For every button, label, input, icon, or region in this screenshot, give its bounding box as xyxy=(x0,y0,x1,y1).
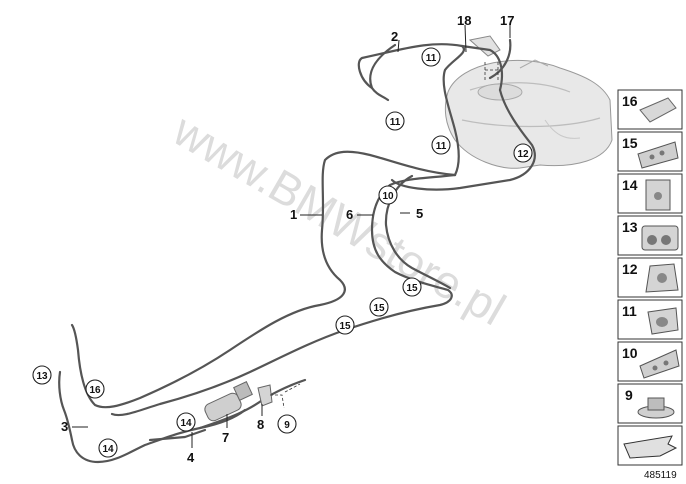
svg-text:14: 14 xyxy=(102,444,114,455)
svg-text:11: 11 xyxy=(436,141,447,152)
circled-callout: 11 xyxy=(421,47,441,67)
bracket xyxy=(257,384,273,407)
part-panel-14: 14 xyxy=(617,173,683,214)
direction-arrow-panel xyxy=(617,425,683,466)
callout-8: 8 xyxy=(257,417,264,432)
svg-text:16: 16 xyxy=(89,385,101,396)
callout-3: 3 xyxy=(61,419,68,434)
part-panel-12: 12 xyxy=(617,257,683,298)
svg-text:10: 10 xyxy=(622,345,638,361)
callout-labels: 1 2 3 4 5 6 7 8 17 18 xyxy=(61,13,514,465)
circled-callout: 14 xyxy=(176,412,196,432)
circled-callout: 15 xyxy=(335,315,355,335)
callout-1: 1 xyxy=(290,207,297,222)
part-panel-9: 9 xyxy=(617,383,683,424)
dashed-leaders xyxy=(270,62,499,409)
circled-callouts: 9 10 11 11 11 12 13 14 xyxy=(32,47,533,458)
parts-sidebar: 16 15 14 13 12 xyxy=(617,89,683,466)
circled-callout: 16 xyxy=(85,379,105,399)
svg-text:12: 12 xyxy=(517,149,529,160)
fuel-filter xyxy=(204,381,253,422)
svg-text:12: 12 xyxy=(622,261,638,277)
circled-callout: 10 xyxy=(378,185,398,205)
callout-2: 2 xyxy=(391,29,398,44)
svg-text:9: 9 xyxy=(284,420,290,431)
circled-callout: 9 xyxy=(277,414,297,434)
part-panel-13: 13 xyxy=(617,215,683,256)
svg-text:11: 11 xyxy=(622,303,637,319)
part-panel-15: 15 xyxy=(617,131,683,172)
part-panel-10: 10 xyxy=(617,341,683,382)
part-panel-16: 16 xyxy=(617,89,683,130)
svg-text:11: 11 xyxy=(390,117,401,128)
circled-callout: 15 xyxy=(402,277,422,297)
svg-text:15: 15 xyxy=(406,283,418,294)
part-panel-11: 11 xyxy=(617,299,683,340)
circled-callout: 15 xyxy=(369,297,389,317)
svg-text:9: 9 xyxy=(625,387,633,403)
svg-text:14: 14 xyxy=(180,418,192,429)
circled-callout: 11 xyxy=(385,111,405,131)
callout-6: 6 xyxy=(346,207,353,222)
callout-18: 18 xyxy=(457,13,471,28)
svg-text:16: 16 xyxy=(622,93,638,109)
svg-text:14: 14 xyxy=(622,177,638,193)
callout-7: 7 xyxy=(222,430,229,445)
callout-4: 4 xyxy=(187,450,195,465)
svg-text:13: 13 xyxy=(36,371,48,382)
callout-17: 17 xyxy=(500,13,514,28)
circled-callout: 13 xyxy=(32,365,52,385)
svg-text:13: 13 xyxy=(622,219,638,235)
svg-text:10: 10 xyxy=(382,191,394,202)
circled-callout: 11 xyxy=(431,135,451,155)
svg-text:11: 11 xyxy=(426,53,437,64)
circled-callout: 14 xyxy=(98,438,118,458)
svg-text:15: 15 xyxy=(622,135,638,151)
circled-callout: 12 xyxy=(513,143,533,163)
leader-lines xyxy=(72,24,511,448)
arrow-icon xyxy=(623,435,678,459)
callout-5: 5 xyxy=(416,206,423,221)
svg-text:15: 15 xyxy=(373,303,385,314)
svg-text:15: 15 xyxy=(339,321,351,332)
doc-number: 485119 xyxy=(644,470,677,481)
